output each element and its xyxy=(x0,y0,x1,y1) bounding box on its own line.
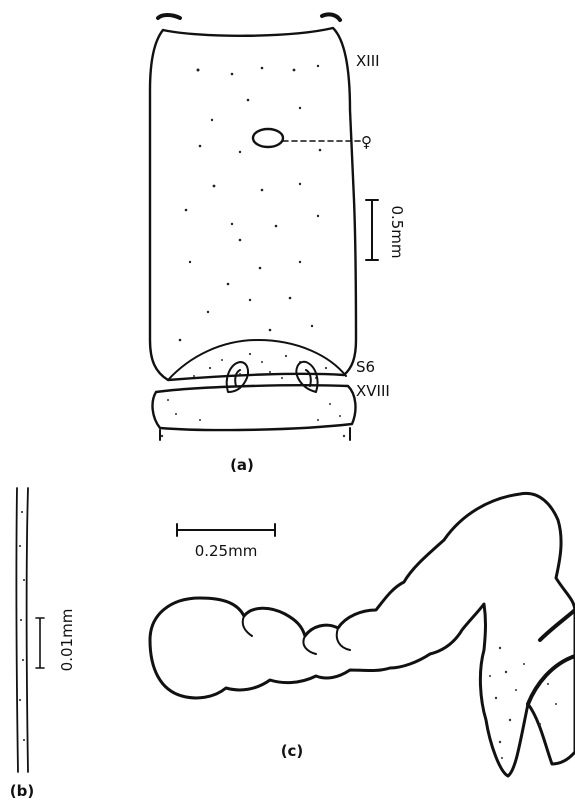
panel-c-caption: (c) xyxy=(281,742,304,760)
segment-label-xiii: XIII xyxy=(356,52,380,70)
organ-outline xyxy=(150,493,575,776)
organ-duct-edge xyxy=(528,610,575,704)
setae-label-s6: S6 xyxy=(356,358,375,376)
segment-top-cap xyxy=(158,14,340,20)
panel-a-scale-bar xyxy=(366,200,378,260)
female-pore xyxy=(253,129,283,147)
segment-xviii-outline xyxy=(153,385,356,430)
seta-ornamentation xyxy=(19,511,25,741)
panel-a-scale-label: 0.5mm xyxy=(388,205,406,258)
panel-a-caption: (a) xyxy=(230,456,254,474)
seta-strand-left xyxy=(16,488,18,772)
organ-stipple xyxy=(489,647,557,759)
segment-xviii-stipple xyxy=(161,399,345,437)
clitellum-body-outline xyxy=(150,28,356,380)
panel-a: 0.5mm XIII ♀ S6 XVIII (a) xyxy=(150,14,406,474)
panel-b-caption: (b) xyxy=(10,782,34,800)
seta-strand-right xyxy=(27,488,29,772)
panel-c-scale-label: 0.25mm xyxy=(195,542,258,560)
segment-label-xviii: XVIII xyxy=(356,382,390,400)
panel-b: 0.01mm (b) xyxy=(10,488,76,800)
panel-c-scale-bar xyxy=(177,524,275,536)
female-symbol: ♀ xyxy=(361,133,372,151)
panel-b-scale-bar xyxy=(36,618,44,668)
panel-b-scale-label: 0.01mm xyxy=(58,609,76,672)
surface-stipple xyxy=(179,65,322,342)
panel-c: 0.25mm (c) xyxy=(150,493,575,776)
male-porophore-right xyxy=(296,362,317,392)
